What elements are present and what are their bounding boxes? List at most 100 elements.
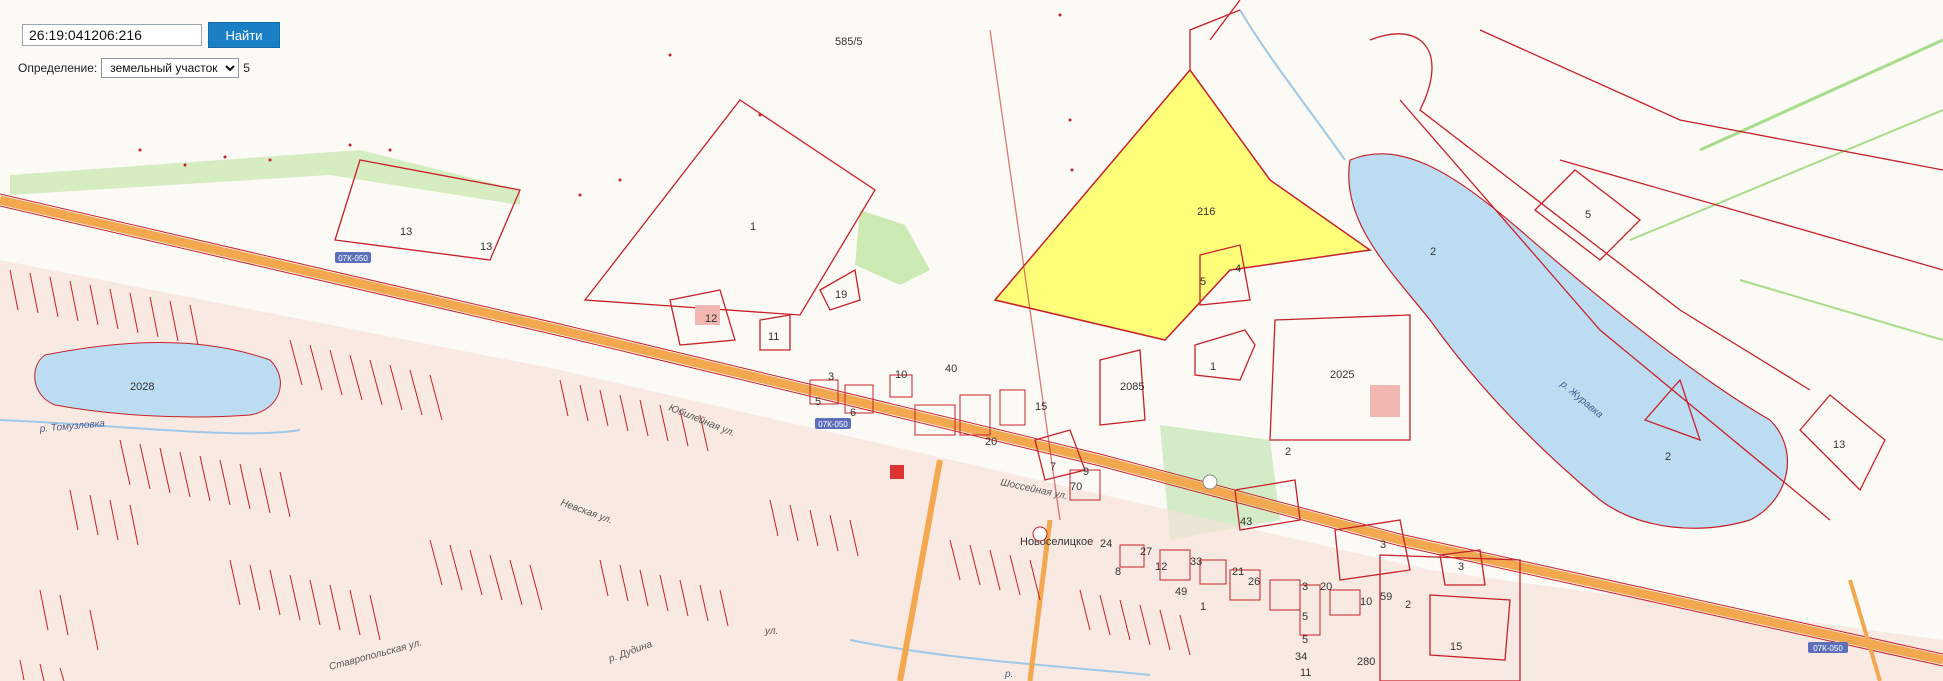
label-3-mid: 3 bbox=[1380, 539, 1386, 551]
cadastral-search-input[interactable] bbox=[22, 24, 202, 46]
label-26: 26 bbox=[1248, 576, 1260, 588]
boundary-right-3 bbox=[1559, 159, 1943, 271]
label-10b: 10 bbox=[1360, 596, 1372, 608]
parcel-5-4[interactable] bbox=[1199, 244, 1251, 306]
parcel-3-right[interactable] bbox=[1439, 549, 1486, 586]
label-27: 27 bbox=[1140, 546, 1152, 558]
label-11: 11 bbox=[768, 331, 779, 343]
road-badge-1-text: 07К-050 bbox=[338, 254, 368, 263]
label-5b: 5 bbox=[815, 396, 821, 408]
parcel-5-right[interactable] bbox=[1534, 169, 1641, 261]
definition-row: Определение: земельный участок 5 bbox=[18, 58, 280, 78]
search-row: Найти bbox=[22, 22, 280, 48]
parcel-13[interactable] bbox=[334, 159, 521, 261]
parcel-11[interactable] bbox=[759, 314, 791, 351]
label-2028: 2028 bbox=[130, 381, 154, 393]
parcel-2025[interactable] bbox=[1269, 314, 1411, 441]
parcel-15b[interactable] bbox=[1429, 594, 1511, 661]
parcel-19[interactable] bbox=[819, 268, 861, 311]
road-badge-3: 07К-050 bbox=[1808, 642, 1848, 653]
label-585-5: 585/5 bbox=[835, 36, 863, 48]
label-12: 12 bbox=[705, 313, 717, 325]
label-10: 10 bbox=[895, 369, 907, 381]
definition-select[interactable]: земельный участок bbox=[101, 58, 240, 78]
road-badge-1: 07К-050 bbox=[335, 252, 371, 263]
boundary-right-1 bbox=[1369, 33, 1811, 391]
label-place: Новоселицкое bbox=[1020, 536, 1093, 548]
label-5a: 5 bbox=[1200, 276, 1206, 288]
cross-road-1 bbox=[897, 459, 943, 681]
label-3: 3 bbox=[828, 371, 834, 383]
road-edge-bottom bbox=[0, 205, 1943, 667]
label-2-right: 2 bbox=[1430, 246, 1436, 258]
river-left bbox=[0, 419, 301, 435]
definition-suffix: 5 bbox=[243, 61, 250, 75]
label-3b: 3 bbox=[1302, 581, 1308, 593]
parcel-1-small[interactable] bbox=[1194, 329, 1256, 381]
label-33: 33 bbox=[1190, 556, 1202, 568]
building-12 bbox=[695, 305, 720, 325]
road-badge-3-text: 07К-050 bbox=[1813, 644, 1843, 653]
label-19: 19 bbox=[835, 289, 847, 301]
road-badge-2-text: 07К-050 bbox=[818, 420, 848, 429]
label-34: 34 bbox=[1295, 651, 1307, 663]
label-20b: 20 bbox=[1320, 581, 1332, 593]
label-21: 21 bbox=[1232, 566, 1244, 578]
boundary-top-small bbox=[1209, 0, 1241, 41]
label-3-right: 3 bbox=[1458, 561, 1464, 573]
pond-right bbox=[1348, 153, 1788, 529]
residential-strips-left bbox=[9, 269, 1191, 681]
river-bottom bbox=[849, 639, 1151, 676]
parcel-43[interactable] bbox=[1234, 479, 1301, 531]
label-selected-parcel: 216 bbox=[1197, 206, 1215, 218]
road-badge-2: 07К-050 bbox=[815, 418, 851, 429]
label-13a: 13 bbox=[400, 226, 412, 238]
label-280: 280 bbox=[1357, 656, 1375, 668]
label-59: 59 bbox=[1380, 591, 1392, 603]
parcel-1[interactable] bbox=[583, 99, 876, 316]
poi-icon-2[interactable] bbox=[1032, 526, 1048, 542]
label-2085: 2085 bbox=[1120, 381, 1144, 393]
parcel-13-right[interactable] bbox=[1799, 394, 1886, 492]
survey-points bbox=[138, 13, 1074, 197]
label-8: 8 bbox=[1115, 566, 1121, 578]
parcel-corner[interactable] bbox=[1643, 378, 1702, 442]
building-blocks bbox=[809, 374, 1361, 636]
parcel-12[interactable] bbox=[669, 289, 736, 346]
residential-area bbox=[0, 260, 1943, 681]
building-red bbox=[890, 465, 904, 479]
label-5-right: 5 bbox=[1585, 209, 1591, 221]
road-edge-top bbox=[0, 193, 1943, 655]
label-20: 20 bbox=[985, 436, 997, 448]
label-13-right: 13 bbox=[1833, 439, 1845, 451]
boundary-right-2 bbox=[1399, 99, 1831, 521]
green-strip bbox=[10, 150, 520, 205]
label-5c: 5 bbox=[1302, 611, 1308, 623]
label-2025: 2025 bbox=[1330, 369, 1354, 381]
label-1c: 1 bbox=[1200, 601, 1206, 613]
label-6: 6 bbox=[850, 407, 856, 419]
green-area bbox=[855, 210, 930, 285]
label-12b: 12 bbox=[1155, 561, 1167, 573]
label-40: 40 bbox=[945, 363, 957, 375]
definition-label: Определение: bbox=[18, 61, 98, 75]
label-9: 9 bbox=[1083, 466, 1089, 478]
parcel-2085[interactable] bbox=[1099, 349, 1146, 426]
label-river-bottom: р. bbox=[1004, 669, 1013, 680]
label-2b: 2 bbox=[1405, 599, 1411, 611]
building-2025 bbox=[1370, 385, 1400, 417]
find-button[interactable]: Найти bbox=[208, 22, 280, 48]
poi-icon[interactable] bbox=[1202, 474, 1218, 490]
cross-road-2 bbox=[1027, 519, 1053, 681]
label-70: 70 bbox=[1070, 481, 1082, 493]
label-49: 49 bbox=[1175, 586, 1187, 598]
pond-left bbox=[34, 342, 281, 418]
river-right bbox=[1239, 9, 1346, 161]
label-13b: 13 bbox=[480, 241, 492, 253]
label-4: 4 bbox=[1235, 263, 1241, 275]
parcel-3-mid[interactable] bbox=[1334, 519, 1411, 581]
label-15b: 15 bbox=[1450, 641, 1462, 653]
parcel-280[interactable] bbox=[1379, 554, 1521, 681]
boundary-top bbox=[1189, 9, 1241, 70]
